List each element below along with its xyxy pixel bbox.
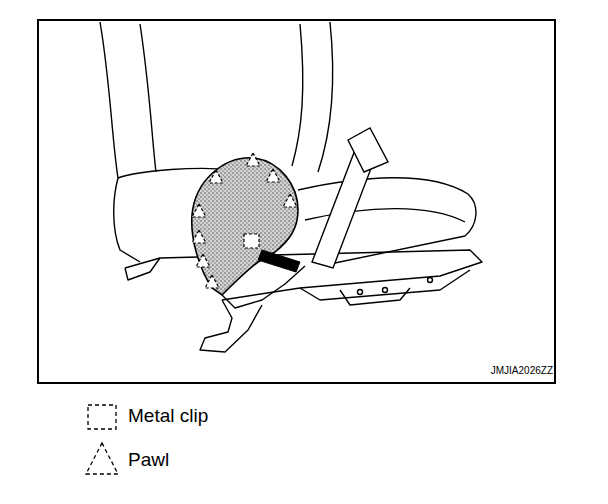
- figure-frame: [38, 20, 555, 383]
- seat-leg: [200, 300, 262, 352]
- pawl-symbol: [196, 254, 210, 267]
- pawl-symbol: [192, 230, 206, 243]
- pawl-symbol: [246, 153, 260, 166]
- seat-belt-buckle: [348, 128, 388, 172]
- cushion-edge: [114, 178, 140, 262]
- pawl-symbol: [192, 204, 206, 217]
- figure-code: JMJIA2026ZZ: [491, 365, 553, 376]
- rail-hole: [428, 278, 433, 283]
- seatback-edge: [318, 22, 333, 172]
- pawl-symbol: [283, 194, 297, 207]
- legend-pawl-symbol: [86, 443, 118, 474]
- seat-rail: [125, 250, 482, 300]
- seatback-seam: [140, 24, 156, 172]
- legend-text: Pawl: [128, 449, 169, 471]
- seat-rail: [125, 258, 160, 280]
- metal-clip-symbol: [244, 234, 259, 248]
- rail-hole: [383, 288, 388, 293]
- pawl-symbol: [205, 275, 219, 288]
- pawl-symbol: [266, 169, 280, 182]
- seat-rail: [340, 288, 410, 305]
- seatback-seam: [292, 24, 303, 166]
- seat-rail: [300, 270, 470, 300]
- rail-hole: [358, 290, 363, 295]
- legend-text: Metal clip: [128, 405, 208, 427]
- pawl-symbol: [209, 170, 223, 183]
- recliner-lever: [258, 250, 300, 272]
- legend-metal-clip-symbol: [88, 405, 116, 429]
- side-cover: [192, 158, 298, 295]
- seatback-edge: [100, 22, 118, 178]
